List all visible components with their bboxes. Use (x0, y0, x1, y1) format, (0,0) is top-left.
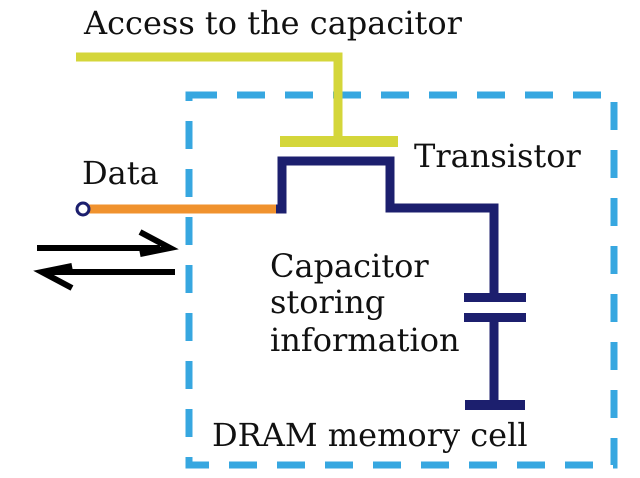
cell-boundary (185, 91, 618, 469)
arrow-right-icon (37, 229, 179, 257)
ground-plate (465, 400, 525, 410)
cell-label: DRAM memory cell (212, 416, 528, 454)
data-label: Data (82, 154, 159, 192)
transistor-wire (272, 156, 499, 296)
arrow-left-icon (33, 263, 175, 291)
capacitor-label-line1: Capacitor (270, 247, 429, 285)
capacitor-bottom-plate (464, 313, 526, 322)
transistor-gate (280, 136, 398, 147)
capacitor-top-plate (464, 293, 526, 302)
capacitor-label-line2: storing (270, 283, 385, 321)
data-terminal-dot (75, 201, 91, 217)
capacitor-label-line3: information (270, 321, 460, 359)
transistor-label: Transistor (414, 137, 582, 175)
access-label: Access to the capacitor (83, 4, 463, 42)
access-line (76, 52, 343, 138)
